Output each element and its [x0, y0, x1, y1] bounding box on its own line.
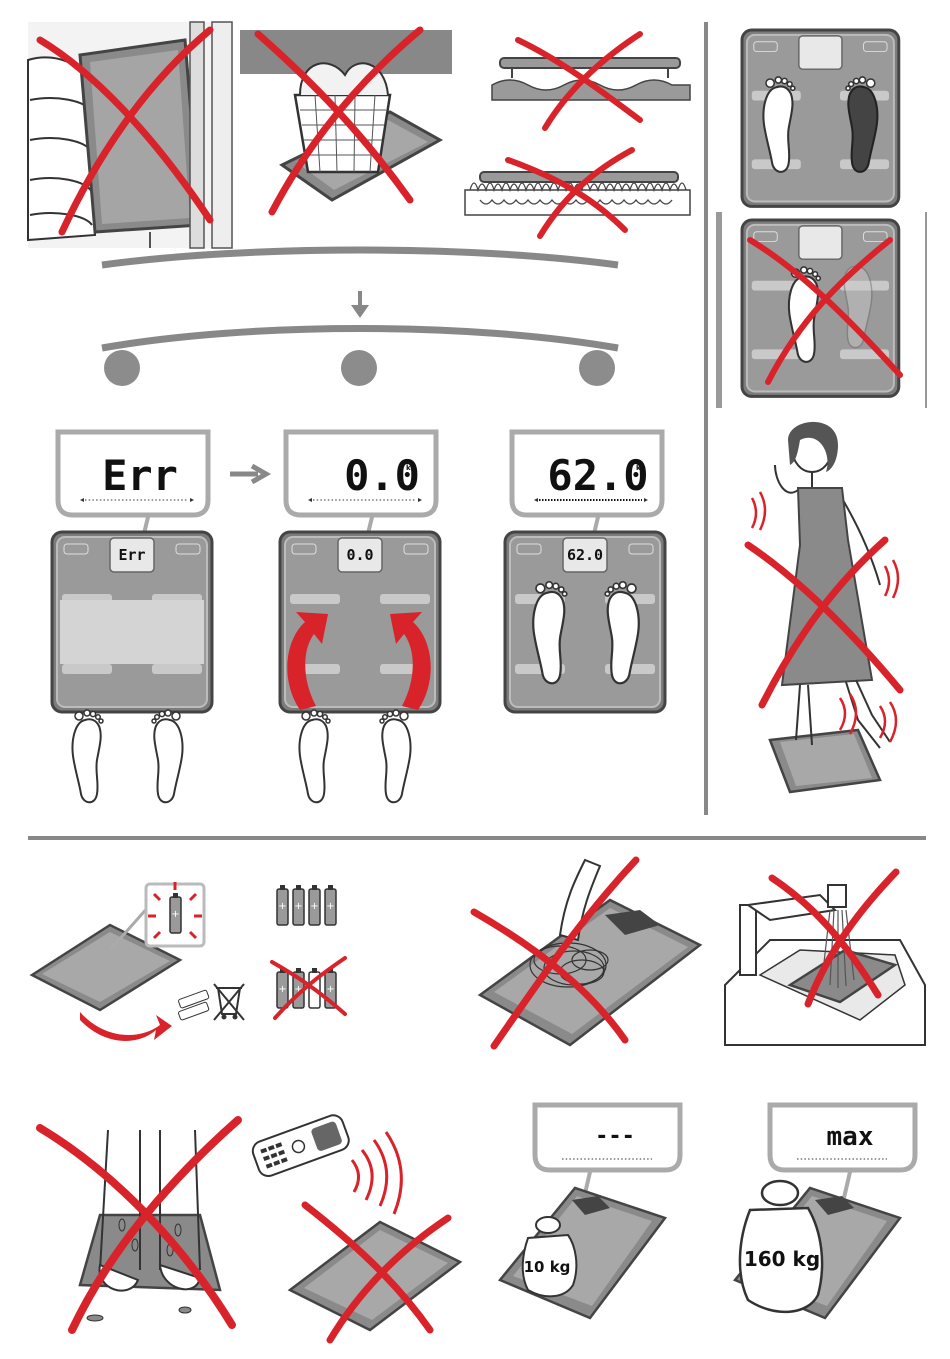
battery-replacement-illustration: [32, 882, 244, 1041]
battery-icon: [170, 893, 181, 933]
battery-icon: [309, 885, 320, 925]
signal-waves-icon: [352, 1132, 401, 1214]
basket-on-scale-illustration: [240, 30, 452, 200]
recycle-bin-icon: [214, 984, 244, 1020]
right-arrow-icon: [230, 466, 266, 482]
scale-mini-display: 62.0: [567, 546, 603, 564]
scale-err: Err: [52, 532, 212, 712]
foot-icon: [73, 710, 104, 802]
weight-label: 160 kg: [744, 1247, 820, 1271]
battery-icon: [325, 885, 336, 925]
scale-weight: 62.0: [505, 532, 665, 712]
battery-icon: [293, 885, 304, 925]
cross-icon: [518, 34, 640, 128]
foot-icon: [380, 710, 411, 802]
person-on-scale-illustration: [770, 422, 890, 792]
foot-icon: [152, 710, 183, 802]
step-dot: [104, 350, 140, 386]
display-unit: kg: [636, 464, 646, 472]
new-batteries: [277, 885, 336, 925]
display-unit: kg: [406, 464, 416, 472]
small-weight-test: --- 10 kg: [500, 1105, 680, 1318]
foot-icon: [300, 710, 331, 802]
weight-label: 10 kg: [524, 1258, 571, 1276]
display-panel-err: Err: [58, 432, 208, 538]
phone-icon: [250, 1113, 352, 1179]
display-panel-weight: 62.0 kg: [512, 432, 662, 538]
battery-icon: [277, 968, 288, 1008]
display-reading: 0.0: [344, 451, 420, 500]
load-display: max: [827, 1122, 874, 1152]
display-reading: Err: [102, 451, 178, 500]
display-reading: 62.0: [547, 451, 648, 500]
scale-mini-display: Err: [118, 546, 145, 564]
step-dot: [579, 350, 615, 386]
display-panel-zero: 0.0 kg: [286, 432, 436, 538]
down-arrow-icon: [351, 291, 369, 318]
battery-icon: [277, 885, 288, 925]
step-dot: [341, 350, 377, 386]
levelling-diagram: [102, 250, 618, 386]
large-weight-test: max 160 kg: [735, 1105, 915, 1318]
phone-interference-illustration: [250, 1113, 460, 1330]
load-display: ---: [595, 1124, 635, 1149]
correct-foot-placement: [742, 30, 899, 206]
scale-mini-display: 0.0: [346, 546, 373, 564]
